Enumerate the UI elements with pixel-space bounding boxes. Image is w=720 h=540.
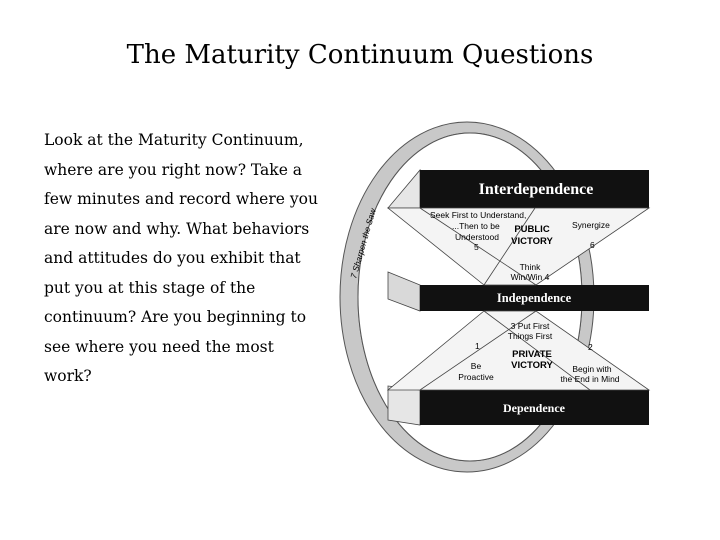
synergize-label: Synergize	[572, 220, 610, 230]
proactive-label-1: Be	[471, 361, 482, 371]
interdependence-band	[420, 170, 649, 208]
slide-body-text: Look at the Maturity Continuum, where ar…	[44, 131, 318, 385]
public-victory-label-1: PUBLIC	[514, 224, 550, 235]
dependence-band	[420, 390, 649, 425]
synergize-number: 6	[590, 240, 595, 250]
private-victory-label-1: PRIVATE	[512, 349, 552, 360]
interdependence-label: Interdependence	[479, 181, 594, 198]
seek-first-label-2: ...Then to be	[452, 221, 500, 231]
seek-first-label-3: Understood	[455, 232, 499, 242]
seek-first-label-1: Seek First to Understand,	[430, 210, 526, 220]
independence-band	[420, 285, 649, 311]
slide-title: The Maturity Continuum Questions	[126, 40, 594, 70]
private-victory-label-2: VICTORY	[511, 360, 553, 371]
independence-label: Independence	[497, 291, 572, 305]
think-win-label-1: Think	[520, 262, 542, 272]
proactive-label-2: Proactive	[458, 372, 494, 382]
think-win-label-2: Win/Win 4	[511, 272, 550, 282]
private-victory-diamond	[386, 310, 651, 391]
put-first-label-2: Things First	[508, 331, 553, 341]
end-in-mind-number: 2	[588, 342, 593, 352]
dependence-label: Dependence	[503, 401, 566, 415]
dependence-shelf	[387, 385, 421, 426]
proactive-number: 1	[475, 341, 480, 351]
end-in-mind-label-2: the End in Mind	[560, 374, 619, 384]
put-first-label-1: 3 Put First	[511, 321, 550, 331]
public-victory-label-2: VICTORY	[511, 236, 553, 247]
seek-first-number: 5	[474, 242, 479, 252]
end-in-mind-label-1: Begin with	[572, 364, 611, 374]
